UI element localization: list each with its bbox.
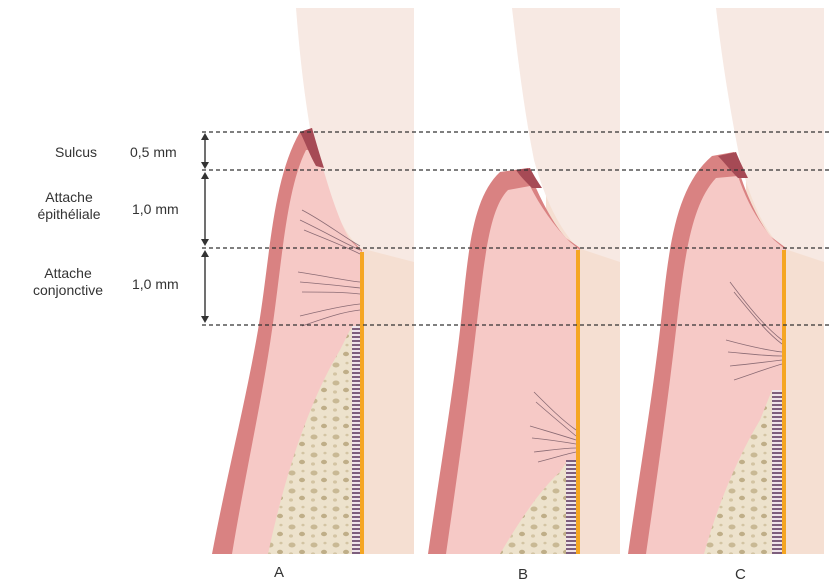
panel-b xyxy=(428,8,620,554)
zone-label-connective-attachment: Attache conjonctive xyxy=(10,265,126,299)
zone-label-sulcus: Sulcus xyxy=(36,144,116,161)
dimension-arrows xyxy=(201,133,209,323)
cementum-c xyxy=(782,250,786,554)
panel-label-a: A xyxy=(274,564,284,581)
panel-a xyxy=(212,8,414,554)
ligament-a xyxy=(352,326,360,554)
zone-label-epithelial-attachment: Attache épithéliale xyxy=(14,189,124,223)
arrow-sulcus xyxy=(201,133,209,169)
zone-measure-connective-attachment: 1,0 mm xyxy=(132,276,179,292)
ligament-b xyxy=(566,460,576,554)
panel-label-b: B xyxy=(518,566,528,583)
cementum-b xyxy=(576,250,580,554)
panel-c xyxy=(628,8,824,554)
cementum-a xyxy=(360,252,364,554)
panel-label-c: C xyxy=(735,566,746,583)
ligament-c xyxy=(772,390,782,554)
arrow-connective xyxy=(201,250,209,323)
zone-measure-epithelial-attachment: 1,0 mm xyxy=(132,201,179,217)
arrow-epithelial xyxy=(201,172,209,246)
zone-measure-sulcus: 0,5 mm xyxy=(130,144,177,160)
